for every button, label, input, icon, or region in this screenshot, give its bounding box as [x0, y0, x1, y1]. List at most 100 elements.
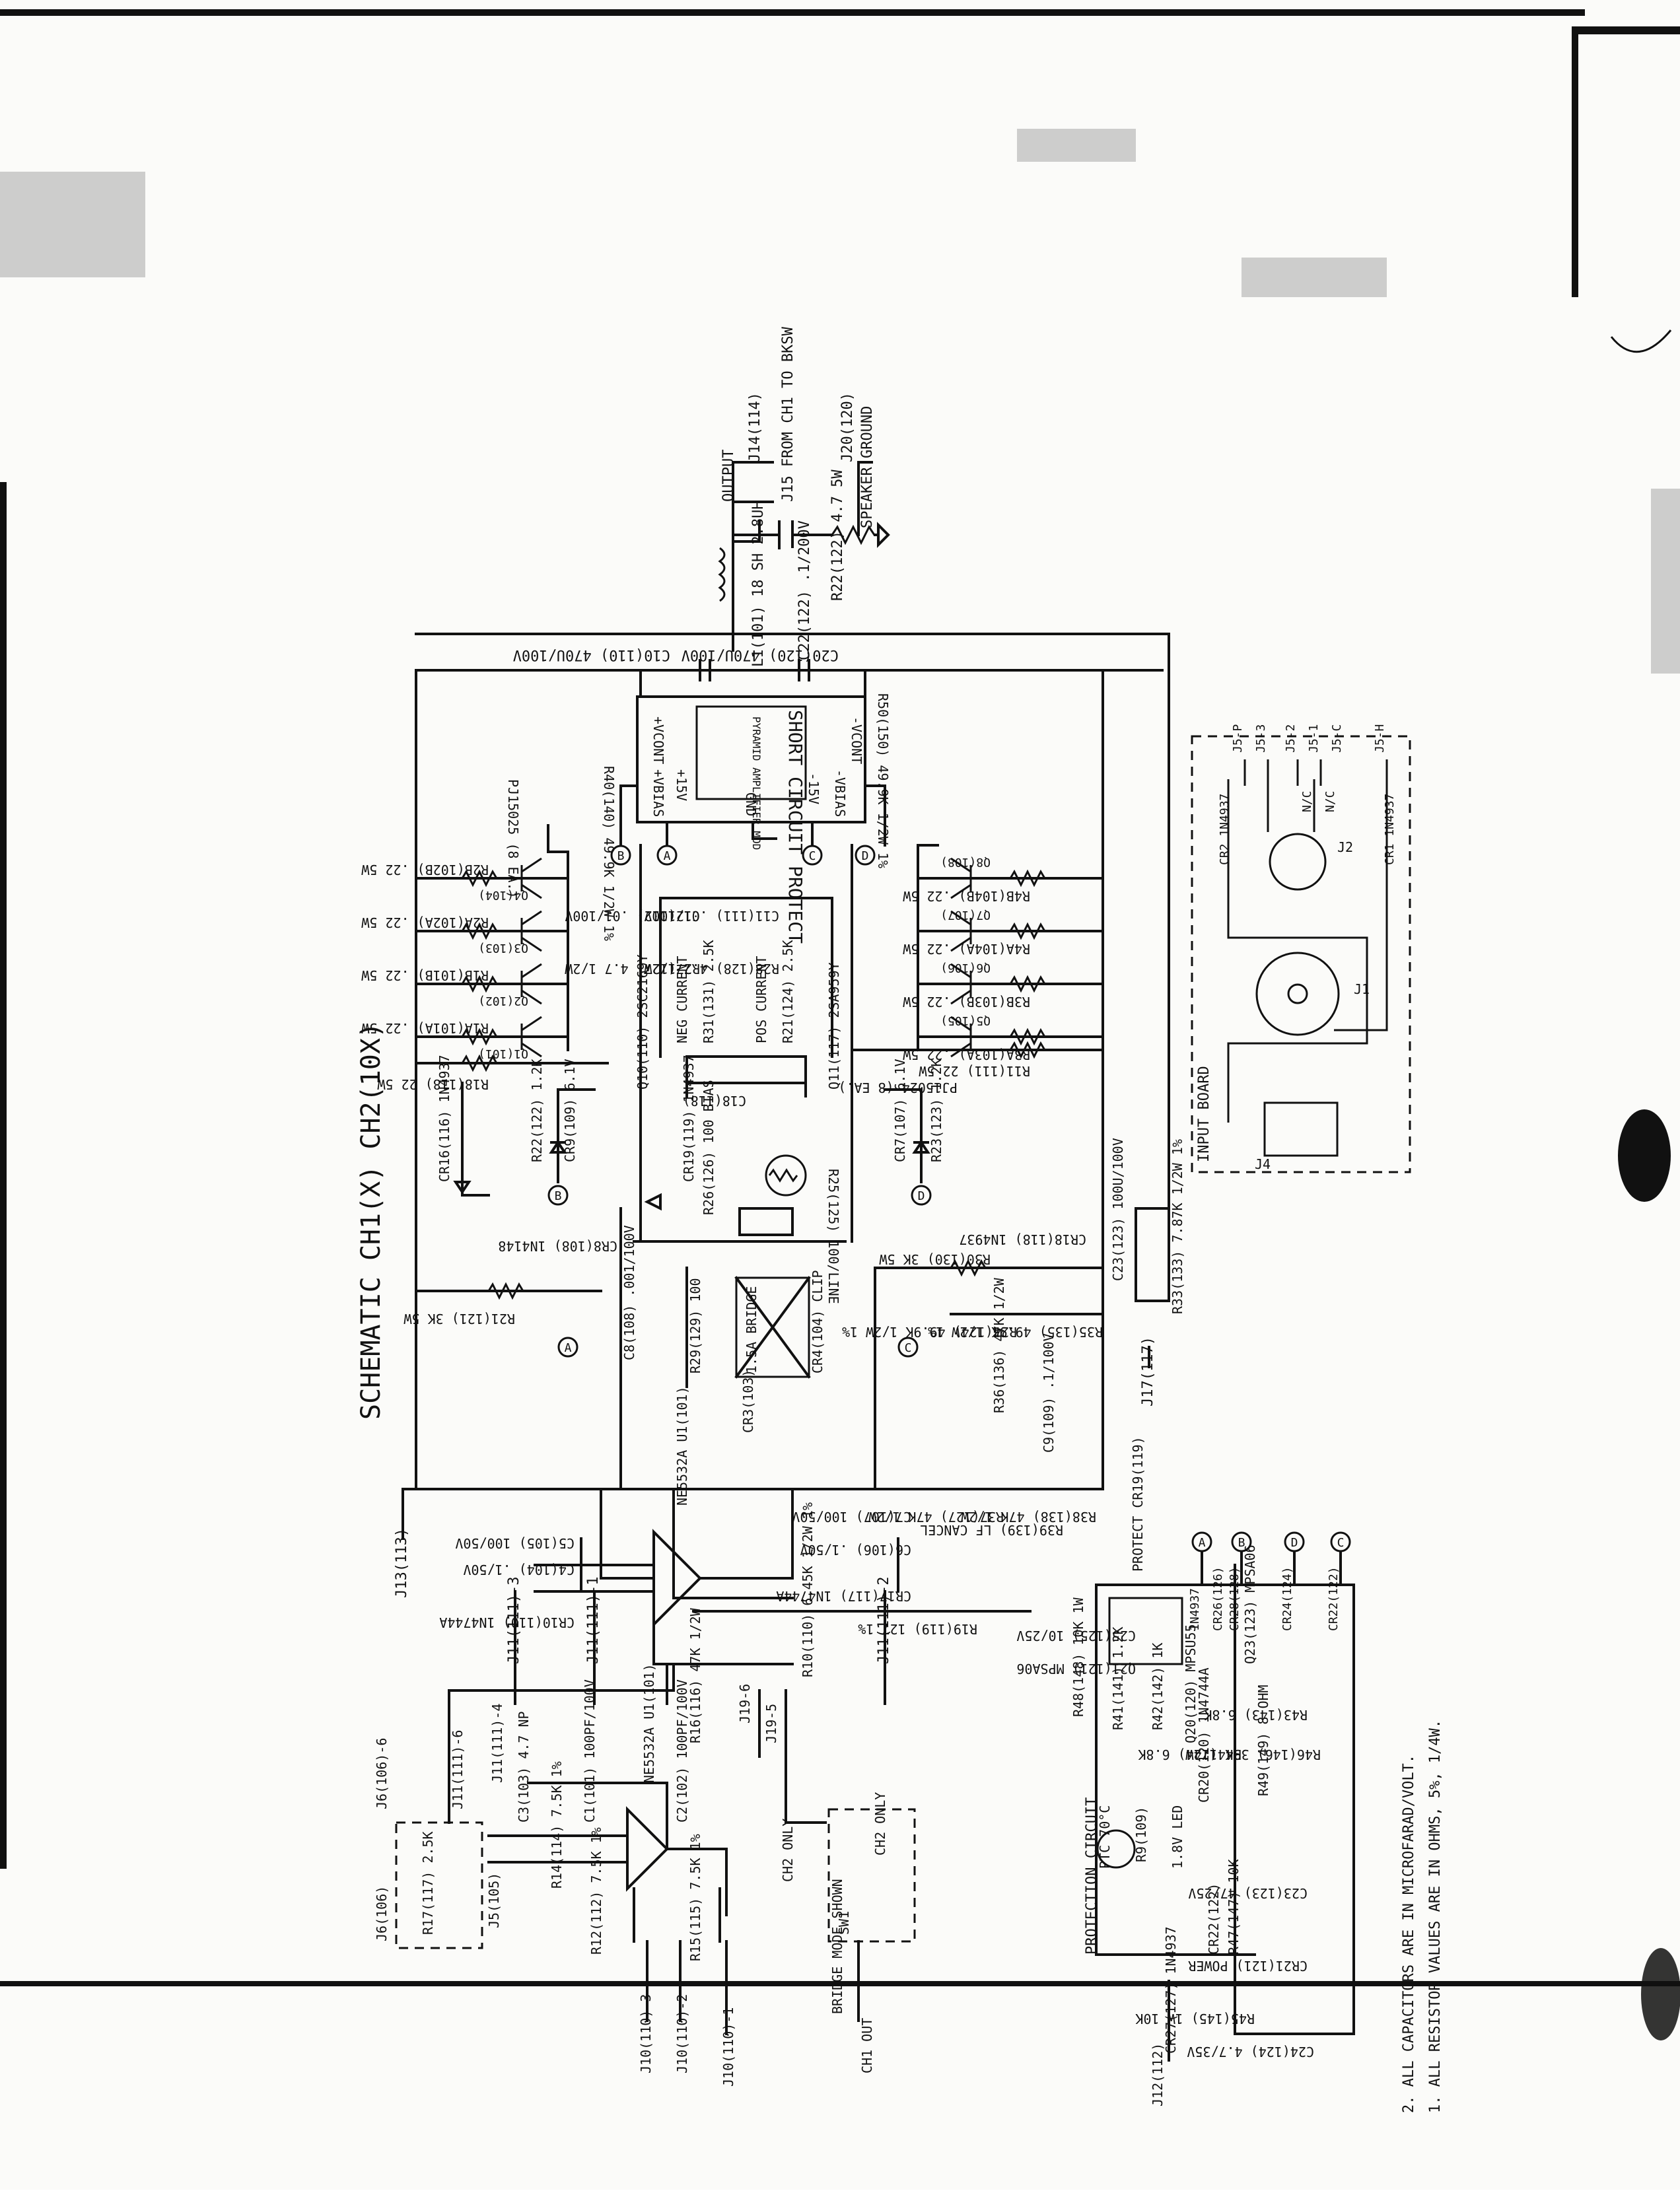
r38-label: R38(138) 47K 1/2W	[960, 1509, 1096, 1525]
j13-label: J13(113)	[394, 1528, 410, 1598]
q5-label: Q5(105)	[940, 1014, 991, 1027]
r45-label: R45(145) 1W 10K	[1135, 2011, 1255, 2027]
cr22b-label: CR22(122)	[1327, 1566, 1341, 1631]
cr4-label: CR4(104) CLIP	[810, 1270, 825, 1374]
cr3-label: CR3(103)	[740, 1370, 756, 1433]
node-d-prot: D	[1291, 1536, 1298, 1550]
node-b-prot: B	[1238, 1536, 1245, 1550]
output-label: OUTPUT	[720, 450, 737, 502]
cr19-label: CR19(119) 1N4937	[681, 1055, 697, 1182]
u1b-label: NE5532A U1(101)	[641, 1663, 657, 1783]
q3-label: Q3(103)	[478, 941, 528, 955]
r50-label: R50(150) 49.9K 1/2W 1%	[875, 693, 891, 868]
output-caps: C10(110) 470U/100V C20(120) 470U/100V	[513, 646, 839, 681]
r42-label: R42(142) 1K	[1150, 1643, 1166, 1730]
cr16-label: CR16(116) 1N4937	[437, 1055, 452, 1182]
c7-label: C7(107) 100/50V	[792, 1509, 911, 1525]
node-d-mid: D	[918, 1189, 925, 1203]
c9-label: C9(109) .1/100V	[1041, 1333, 1057, 1453]
input-section: NE5532A U1(101) C2(102) 100PF/100V C1(10…	[374, 1663, 916, 2087]
r1b-label: R1B(101B) .22 5W	[361, 967, 489, 983]
j15-label: J15 FROM CH1 TO BKSW	[780, 326, 796, 502]
r25-label: R25(125) 100/LINE	[825, 1169, 841, 1304]
cr27-label: CR27(127) 1N4937	[1163, 1926, 1179, 2054]
short-circuit-module: SHORT CIRCUIT PROTECT PYRAMID AMPLIFIER …	[601, 693, 891, 944]
r22b-label: R22(122) 1.2K	[529, 1059, 545, 1162]
j10-2-label: J10(110)-2	[674, 1994, 690, 2073]
r14-label: R14(114) 7.5K 1%	[549, 1761, 565, 1889]
r15-label: R15(115) 7.5K 1%	[687, 1834, 703, 1961]
driver-bias-section: C12(112) .01/100V C11(111) .01/100V R27(…	[564, 844, 853, 1304]
ch2-only-b-label: CH2 ONLY	[872, 1792, 888, 1856]
vcont-neg-label: -VCONT	[849, 716, 864, 764]
note-2: 2. ALL CAPACITORS ARE IN MICROFARAD/VOLT…	[1401, 1755, 1417, 2113]
cr21-label: CR21(121) POWER	[1187, 1958, 1308, 1974]
node-a-top: A	[664, 849, 671, 863]
cr9-label: CR9(109) 6.1V	[562, 1059, 578, 1162]
j10-1-label: J10(110)-1	[720, 2007, 736, 2087]
r40-label: R40(140) 49.9K 1/2W 1%	[601, 766, 617, 941]
r23-label: R23(123) 1.2K	[928, 1059, 944, 1162]
r29-label: R29(129) 100	[687, 1278, 703, 1374]
q7-label: Q7(107)	[940, 908, 991, 922]
r41-label: R41(141) 1.2K	[1110, 1626, 1126, 1730]
r21-label: R21(124) 2.5K	[780, 940, 796, 1043]
u1-label: NE5532A U1(101)	[674, 1386, 690, 1506]
node-c-mid: C	[905, 1341, 912, 1355]
cr28-label: CR28(128)	[1228, 1566, 1242, 1631]
r2a-label: R2A(102A) .22 5W	[361, 915, 489, 930]
c8-label: C8(108) .001/100V	[621, 1225, 637, 1360]
schematic-title: SCHEMATIC CH1(X) CH2(10X)	[356, 1022, 386, 1420]
cr20-label: CR20(120) 1N4744A	[1196, 1667, 1212, 1803]
r48-label: R48(148) 10K 1W	[1070, 1597, 1086, 1717]
j12-label: J12(112)	[1150, 2043, 1166, 2106]
c3-label: C3(103) 4.7 NP	[516, 1711, 532, 1823]
j14-label: J14(114)	[747, 392, 763, 462]
r24-label: R24(124) 49.9K 1/2W 1%	[842, 1324, 1017, 1340]
q21-label: Q21(121) MPSA06	[1016, 1661, 1136, 1677]
j6-6-label: J6(106)-6	[374, 1738, 390, 1809]
r46-label: R46(146) 39K 1/2W	[1185, 1747, 1321, 1762]
j4-label: J4	[1255, 1156, 1271, 1172]
r4b-label: R4B(104B) .22 5W	[902, 888, 1030, 904]
protect-label: PROTECT CR19(119)	[1130, 1436, 1146, 1572]
ptc-label: PTC 70°C	[1097, 1805, 1113, 1869]
cr2-label: CR2 1N4937	[1218, 794, 1232, 865]
neg-current-label: NEG CURRENT	[674, 956, 690, 1043]
r44-label: R44(144) 6.8K	[1138, 1747, 1242, 1762]
bridge-label: 1.5A BRIDGE	[744, 1286, 759, 1374]
c2-label: C2(102) 100PF/100V	[674, 1679, 690, 1823]
clip-and-bridge: CR8(108) 1N4148 C8(108) .001/100V R21(12…	[403, 1138, 1185, 1490]
j11-6-label: J11(111)-6	[450, 1730, 466, 1809]
cr1-label: CR1 1N4937	[1383, 794, 1397, 865]
c5-label: C5(105) 100/50V	[455, 1535, 575, 1551]
pj15025-label: PJ15025 (8 EA.)	[505, 779, 521, 899]
j53-label: J5-3	[1254, 724, 1268, 753]
bias-zeners: CR9(109) 6.1V R22(122) 1.2K CR7(107) 6.1…	[437, 1055, 944, 1197]
j5p-label: J5-P	[1231, 724, 1245, 753]
pj15024-label: PJ15024 (8 EA.)	[838, 1080, 958, 1096]
c6-label: C6(106) .1/50V	[800, 1542, 911, 1558]
j5c-label: J5-C	[1330, 724, 1344, 753]
q11-label: Q11(117) 2SA959Y	[826, 962, 842, 1090]
q2-label: Q2(102)	[478, 994, 528, 1008]
r43-label: R43(143) 6.8K	[1204, 1707, 1308, 1723]
r16-label: R16(116) 47K 1/2W	[687, 1607, 703, 1743]
d1-label: 1N4937	[1188, 1588, 1202, 1631]
op-amp-section: C5(105) 100/50V C4(104) .1/50V CR10(110)…	[439, 1386, 1096, 1743]
q23-label: Q23(123) MPSA06	[1242, 1545, 1258, 1664]
input-board: INPUT BOARD J1 J2 J4 J5-P J5-3 J5-2 J5-1…	[1191, 724, 1411, 1173]
node-c-top: C	[809, 849, 816, 863]
input-board-label: INPUT BOARD	[1196, 1066, 1212, 1162]
r31-label: R31(131) 2.5K	[701, 940, 717, 1043]
c20-label: C20(120) 470U/100V	[682, 646, 839, 663]
v15-neg-label: -15V	[806, 773, 822, 804]
q10-label: Q10(110) 2SC2169Y	[635, 954, 650, 1090]
node-c-prot: C	[1337, 1536, 1345, 1550]
r33-label: R33(133) 7.87K 1/2W 1%	[1170, 1139, 1185, 1314]
r12-label: R12(112) 7.5K 1%	[588, 1827, 604, 1955]
node-a-mid: A	[565, 1341, 572, 1355]
main-rails	[402, 633, 1170, 1540]
r18-label: R18(118) 22 5W	[376, 1076, 489, 1092]
